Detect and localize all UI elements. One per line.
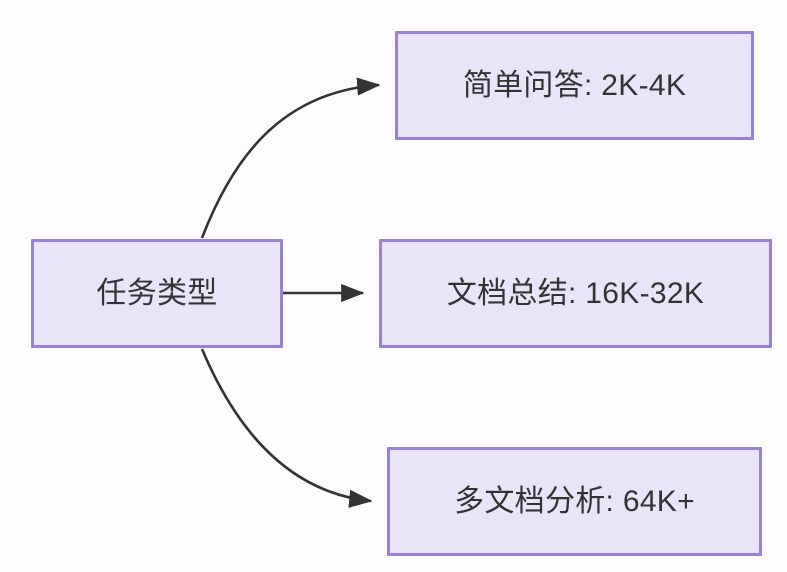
node-task-type[interactable]: 任务类型 bbox=[31, 239, 283, 348]
edge-source-to-multi-doc bbox=[200, 348, 373, 508]
node-multi-doc[interactable]: 多文档分析: 64K+ bbox=[387, 447, 762, 556]
node-label: 多文档分析: 64K+ bbox=[454, 484, 695, 518]
node-label: 文档总结: 16K-32K bbox=[446, 276, 705, 310]
node-doc-summary[interactable]: 文档总结: 16K-32K bbox=[379, 239, 772, 348]
node-simple-qa[interactable]: 简单问答: 2K-4K bbox=[395, 31, 754, 140]
node-label: 任务类型 bbox=[96, 276, 218, 310]
edge-source-to-simple-qa bbox=[200, 77, 381, 239]
node-label: 简单问答: 2K-4K bbox=[462, 68, 687, 102]
